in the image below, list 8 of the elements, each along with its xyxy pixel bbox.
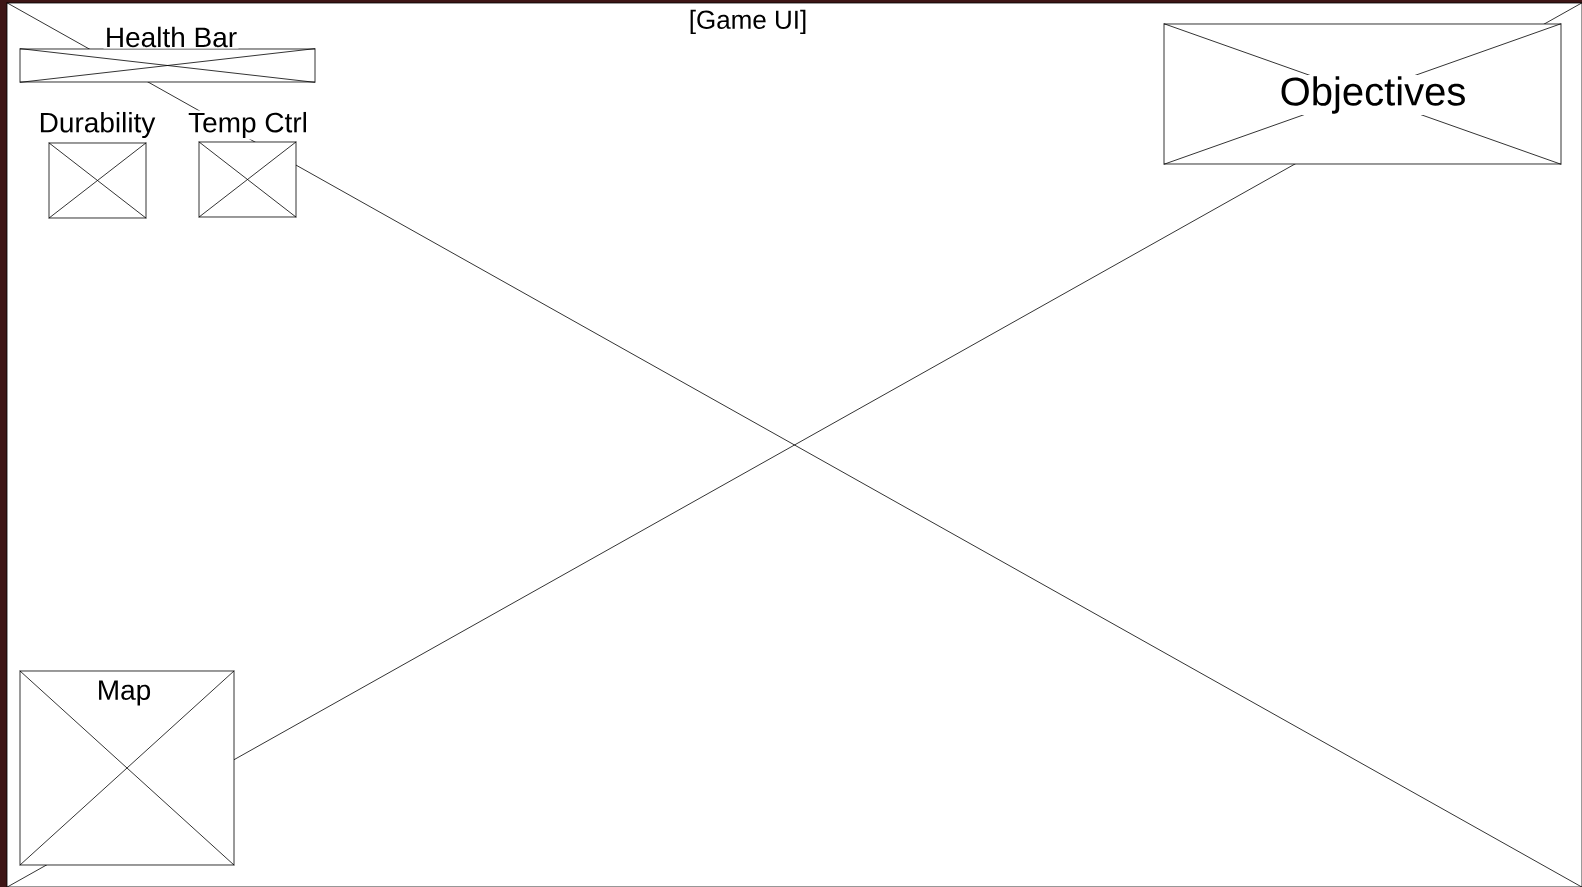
node-label: Temp Ctrl [188, 111, 306, 139]
placeholder-box: Health Bar [19, 25, 316, 83]
placeholder-box: Durability [37, 110, 157, 219]
placeholder-box: Map [19, 670, 235, 866]
node-label: Health Bar [107, 26, 237, 48]
placeholder-box: Temp Ctrl [186, 110, 310, 218]
placeholder-box: Objectives [1163, 23, 1562, 165]
node-label: Durability [40, 111, 156, 139]
